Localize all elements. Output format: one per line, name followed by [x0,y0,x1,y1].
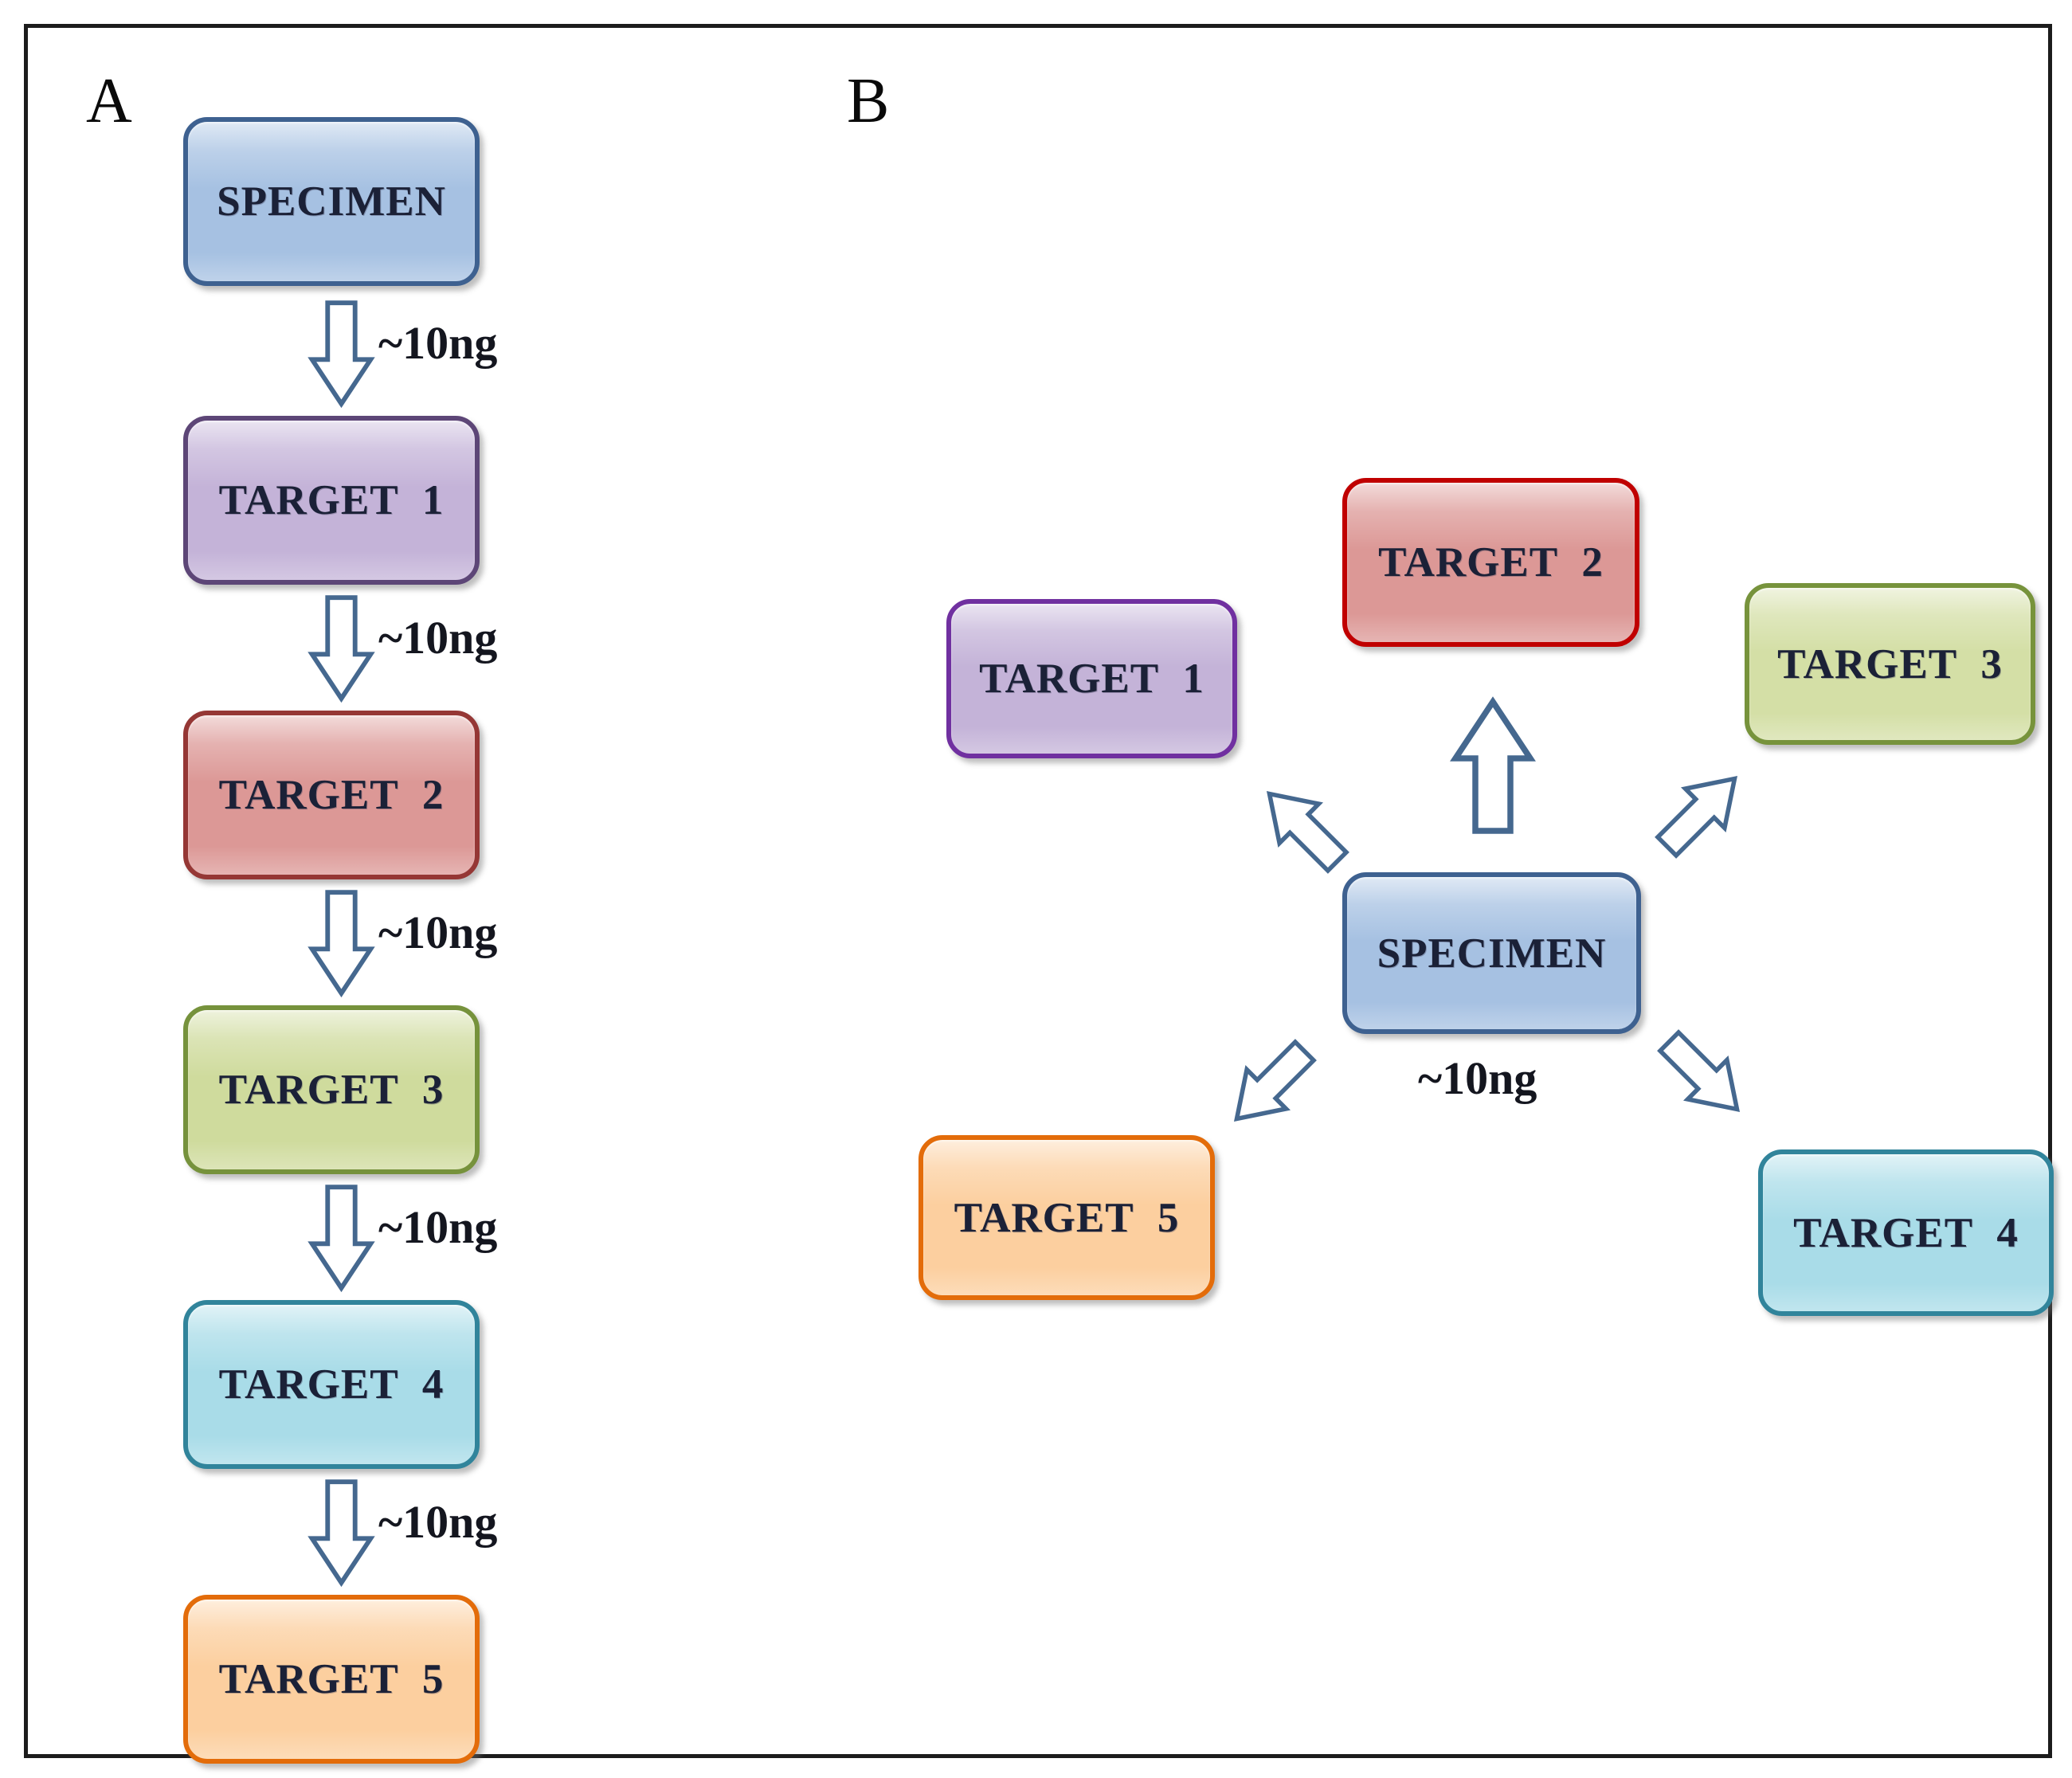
panel-a-node-target-5: TARGET 5 [183,1595,480,1764]
dose-label: ~10ng [378,612,498,664]
panel-a-node-target-1: TARGET 1 [183,416,480,585]
panel-b-node-target-3: TARGET 3 [1745,583,2035,745]
panel-a-node-target-3: TARGET 3 [183,1005,480,1174]
panel-a-node-specimen: SPECIMEN [183,117,480,286]
panel-a-node-target-5-label: TARGET 5 [218,1656,445,1702]
panel-a-node-specimen-label: SPECIMEN [217,178,446,225]
panel-a-node-target-4: TARGET 4 [183,1300,480,1469]
panel-b-node-target-5-label: TARGET 5 [954,1194,1180,1241]
dose-label: ~10ng [378,1201,498,1253]
down-arrow-icon [307,1479,375,1588]
up-left-arrow-icon [1266,790,1349,874]
panel-b-node-target-1-label: TARGET 1 [979,656,1204,702]
dose-label: ~10ng [1418,1052,1537,1104]
panel-b-label: B [847,66,890,136]
up-right-arrow-icon [1655,775,1738,859]
dose-label: ~10ng [378,1496,498,1548]
down-arrow-icon [307,300,375,409]
panel-a-node-target-1-label: TARGET 1 [218,477,445,523]
panel-b-node-specimen-label: SPECIMEN [1377,930,1607,977]
down-arrow-icon [307,1185,375,1293]
down-left-arrow-icon [1233,1039,1317,1122]
panel-b-node-target-4: TARGET 4 [1758,1149,2054,1316]
up-arrow-icon [1450,696,1536,834]
panel-a-node-target-2-label: TARGET 2 [218,772,445,818]
dose-label: ~10ng [378,907,498,958]
panel-a-node-target-4-label: TARGET 4 [218,1361,445,1408]
panel-b-node-target-2: TARGET 2 [1342,478,1639,647]
panel-b-node-target-2-label: TARGET 2 [1378,539,1604,585]
panel-b-node-target-4-label: TARGET 4 [1793,1209,2019,1256]
panel-a-node-target-3-label: TARGET 3 [218,1067,445,1113]
panel-b-node-target-5: TARGET 5 [918,1135,1215,1300]
panel-b-node-target-3-label: TARGET 3 [1777,640,2003,687]
figure-frame: A B SPECIMEN TARGET 1 TARGET 2 TARGET 3 … [24,24,2054,1764]
dose-label: ~10ng [378,317,498,369]
panel-b-node-target-1: TARGET 1 [946,599,1237,758]
panel-b-node-specimen: SPECIMEN [1342,872,1641,1034]
down-arrow-icon [307,595,375,703]
down-right-arrow-icon [1657,1029,1741,1113]
panel-a-node-target-2: TARGET 2 [183,711,480,879]
down-arrow-icon [307,890,375,998]
panel-a-label: A [86,66,132,136]
